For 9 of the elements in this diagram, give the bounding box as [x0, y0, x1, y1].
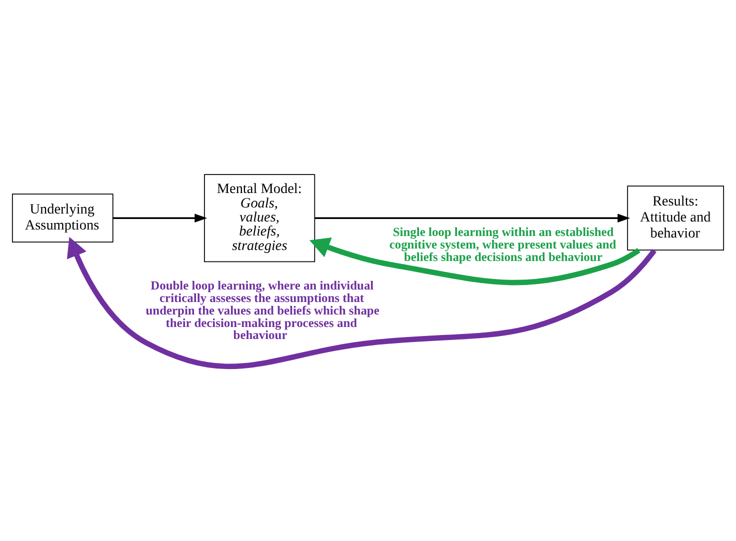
- edge-label: Double loop learning, where an individual critically assesses the assumptions that underpin the values and beliefs which shape their decision-making processes and behaviour: [146, 278, 380, 342]
- arrow: [66, 236, 656, 369]
- arrow: [315, 214, 630, 222]
- node-box: Mental Model: Goals, values, beliefs, strategies: [204, 174, 316, 262]
- node-box: Underlying Assumptions: [12, 194, 114, 243]
- arrow: [113, 214, 208, 222]
- arrow: [309, 238, 640, 286]
- edge-label: Single loop learning within an established cognitive system, where present values and beliefs shape decisions and behaviour: [389, 225, 616, 264]
- node-box: Results: Attitude and behavior: [627, 186, 724, 251]
